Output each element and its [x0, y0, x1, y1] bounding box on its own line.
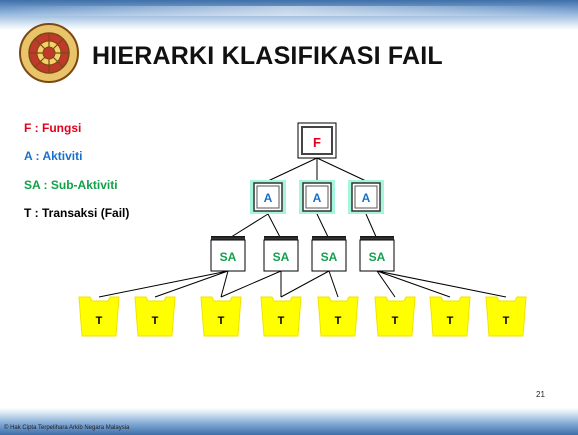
transaction-label: T — [96, 315, 103, 327]
copyright-notice: © Hak Cipta Terpelihara Arkib Negara Mal… — [4, 425, 130, 431]
activity-node: A — [299, 180, 335, 214]
connectors-subactivity-transaction — [98, 270, 507, 298]
arkib-negara-seal-logo — [19, 23, 79, 83]
legend-sub-aktiviti: SA : Sub-Aktiviti — [24, 178, 118, 192]
sub-activity-label: SA — [273, 250, 290, 264]
function-label: F — [313, 135, 321, 150]
transaction-label: T — [218, 315, 225, 327]
function-node: F — [297, 122, 337, 159]
legend-fungsi: F : Fungsi — [24, 121, 82, 135]
transaction-label: T — [335, 315, 342, 327]
transaction-file-node: T — [134, 296, 176, 337]
activity-label: A — [264, 191, 273, 205]
transaction-label: T — [152, 315, 159, 327]
transaction-file-node: T — [374, 296, 416, 337]
transaction-file-node: T — [485, 296, 527, 337]
header-band — [0, 0, 578, 30]
activity-label: A — [362, 191, 371, 205]
page-number: 21 — [536, 390, 545, 399]
sub-activity-label: SA — [220, 250, 237, 264]
transaction-file-node: T — [78, 296, 120, 337]
transaction-label: T — [278, 315, 285, 327]
connectors-function-activity — [267, 157, 367, 182]
connectors-activity-subactivity — [227, 213, 378, 240]
activity-label: A — [313, 191, 322, 205]
sub-activity-node: SA — [359, 236, 395, 272]
transaction-file-node: T — [260, 296, 302, 337]
transaction-file-node: T — [429, 296, 471, 337]
sub-activity-node: SA — [210, 236, 246, 272]
legend-aktiviti: A : Aktiviti — [24, 149, 83, 163]
activity-node: A — [348, 180, 384, 214]
transaction-label: T — [503, 315, 510, 327]
sub-activity-node: SA — [311, 236, 347, 272]
activity-node: A — [250, 180, 286, 214]
sub-activity-node: SA — [263, 236, 299, 272]
transaction-file-node: T — [200, 296, 242, 337]
transaction-label: T — [392, 315, 399, 327]
legend-transaksi: T : Transaksi (Fail) — [24, 206, 130, 220]
sub-activity-label: SA — [321, 250, 338, 264]
transaction-label: T — [447, 315, 454, 327]
sub-activity-label: SA — [369, 250, 386, 264]
footer-band — [0, 408, 578, 435]
transaction-file-node: T — [317, 296, 359, 337]
slide-title: HIERARKI KLASIFIKASI FAIL — [92, 42, 443, 70]
